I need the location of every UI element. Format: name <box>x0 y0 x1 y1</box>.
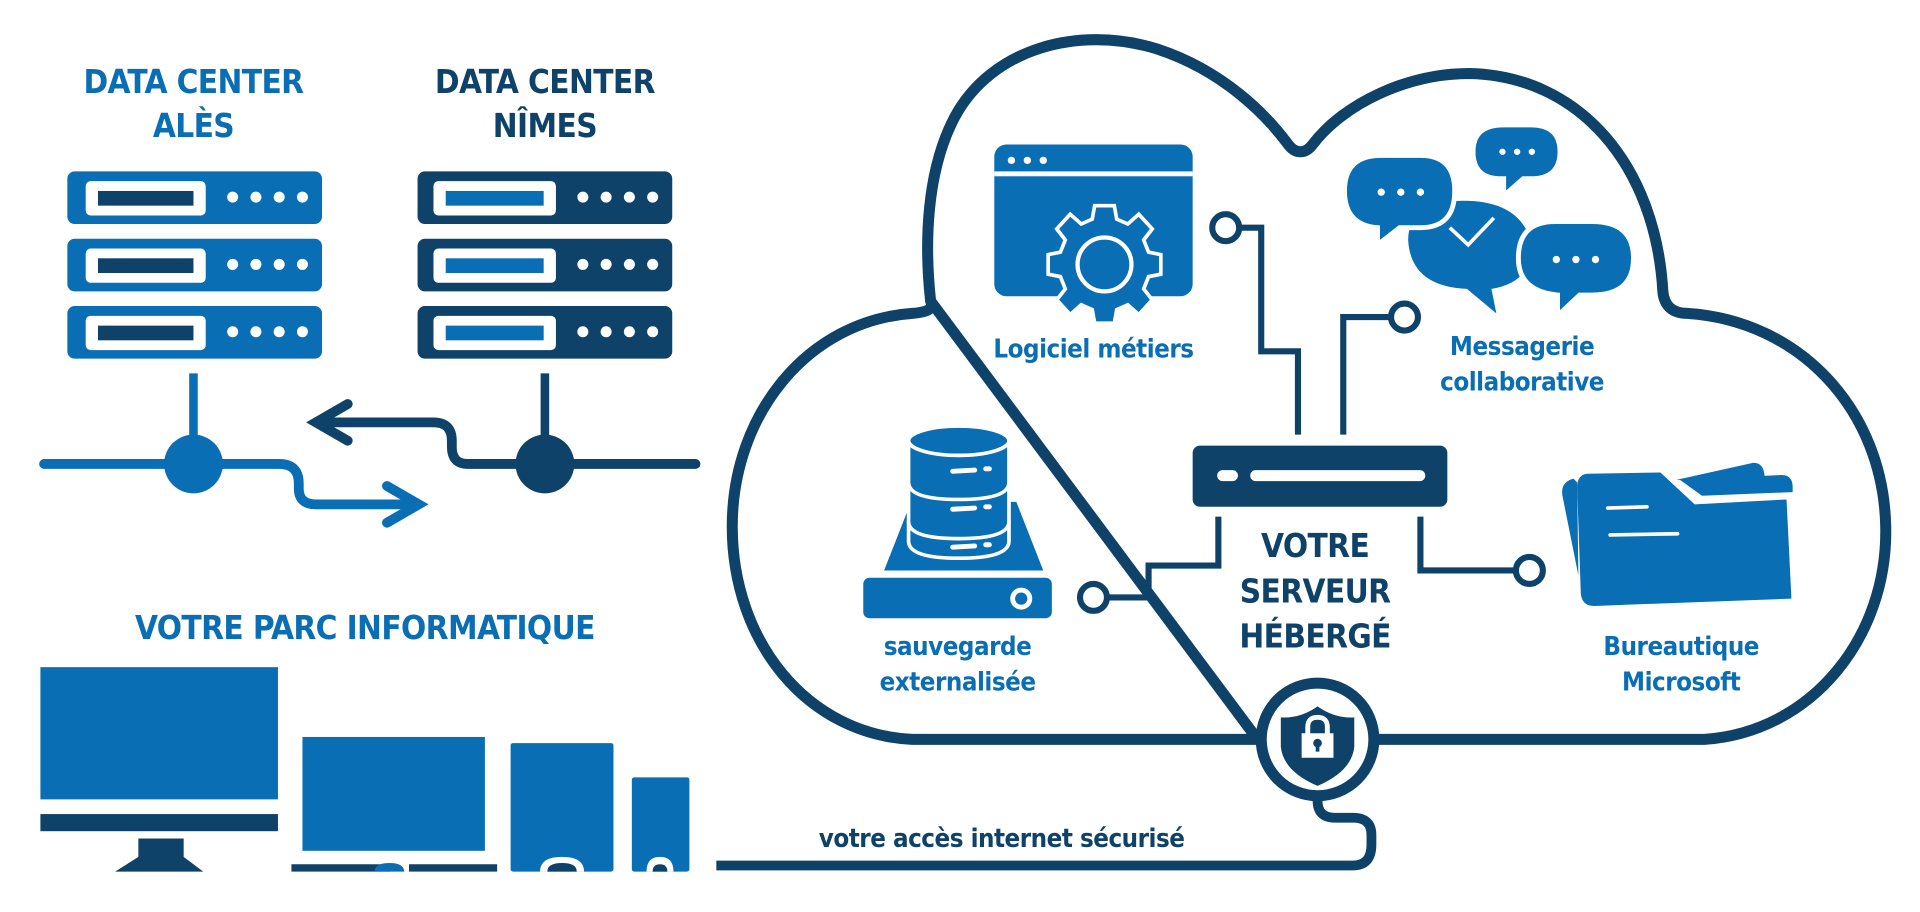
network-node-ales <box>164 434 223 494</box>
data-center-ales: DATA CENTER ALÈS <box>67 62 323 359</box>
desktop-monitor-icon <box>40 667 278 872</box>
service-logiciel-metiers: Logiciel métiers <box>993 144 1194 364</box>
arrow-left-icon <box>323 417 701 469</box>
internet-connection: votre accès internet sécurisé <box>716 800 1377 871</box>
data-center-nimes: DATA CENTER NÎMES <box>417 62 673 359</box>
service-label-line1: Bureautique <box>1603 632 1759 662</box>
service-messagerie: Messagerie collaborative <box>1342 122 1636 398</box>
smartphone-icon <box>631 777 690 872</box>
data-center-ales-title-line1: DATA CENTER <box>83 62 304 101</box>
folder-icon <box>1562 462 1793 606</box>
chat-bubbles-icon <box>1342 122 1636 322</box>
tablet-icon <box>510 743 614 872</box>
service-label-line1: Messagerie <box>1450 332 1594 362</box>
service-label-line2: externalisée <box>880 667 1036 697</box>
arrow-right-icon <box>39 459 409 510</box>
app-window-gear-icon <box>994 144 1193 326</box>
server-label-line2: SERVEUR <box>1240 571 1391 610</box>
shield-lock-icon <box>1280 706 1355 786</box>
server-label-line1: VOTRE <box>1261 526 1369 565</box>
router-icon <box>1192 445 1448 507</box>
parc-informatique: VOTRE PARC INFORMATIQUE <box>40 608 690 872</box>
service-bureautique: Bureautique Microsoft <box>1562 462 1793 697</box>
server-rack-icon <box>67 171 323 359</box>
service-label-line1: sauvegarde <box>884 632 1032 662</box>
server-rack-icon <box>417 171 673 359</box>
data-center-network <box>39 373 701 528</box>
service-label: Logiciel métiers <box>993 334 1193 364</box>
network-node-nimes <box>515 434 575 494</box>
service-label-line2: Microsoft <box>1622 667 1741 697</box>
cloud-outline <box>726 34 1892 745</box>
server-label-line3: HÉBERGÉ <box>1239 616 1391 656</box>
service-sauvegarde: sauvegarde externalisée <box>863 424 1052 697</box>
security-node <box>1255 677 1380 802</box>
data-center-nimes-title-line1: DATA CENTER <box>435 62 656 101</box>
hosted-server: VOTRE SERVEUR HÉBERGÉ <box>1192 445 1448 656</box>
laptop-icon <box>291 736 498 872</box>
circuit-lines <box>1076 211 1546 614</box>
data-center-nimes-title-line2: NÎMES <box>493 105 597 145</box>
data-center-ales-title-line2: ALÈS <box>153 105 234 145</box>
service-label-line2: collaborative <box>1440 368 1604 398</box>
connection-label: votre accès internet sécurisé <box>819 824 1185 854</box>
database-backup-icon <box>863 424 1052 619</box>
parc-title: VOTRE PARC INFORMATIQUE <box>135 608 595 647</box>
